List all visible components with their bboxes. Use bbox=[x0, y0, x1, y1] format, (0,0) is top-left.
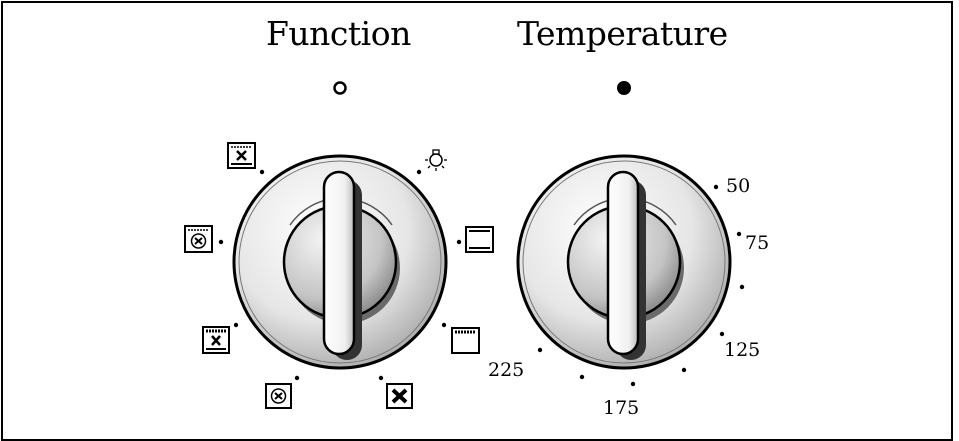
temperature-heading: Temperature bbox=[517, 14, 728, 53]
conventional-oven-icon bbox=[465, 226, 494, 253]
temperature-knob-handle[interactable] bbox=[606, 170, 640, 356]
temperature-knob[interactable] bbox=[516, 154, 732, 370]
light-bulb-icon bbox=[425, 149, 447, 171]
temperature-indicator-light bbox=[617, 81, 631, 95]
fan-grill-icon bbox=[227, 142, 256, 169]
function-knob[interactable] bbox=[232, 154, 448, 370]
dials-diagram: 50 75 125 175 225 bbox=[184, 81, 769, 419]
grill-fan-icon bbox=[202, 326, 230, 354]
fan-bottom-heat-icon bbox=[386, 383, 413, 409]
function-scale-dots bbox=[218, 169, 462, 381]
temp-label-125: 125 bbox=[724, 339, 760, 361]
temp-label-50: 50 bbox=[726, 175, 750, 197]
temperature-scale-dots bbox=[537, 184, 745, 387]
function-heading: Function bbox=[266, 14, 411, 53]
temp-label-175: 175 bbox=[603, 397, 639, 419]
function-knob-handle[interactable] bbox=[322, 170, 356, 356]
function-indicator-light bbox=[333, 81, 347, 95]
temp-label-225: 225 bbox=[488, 359, 524, 381]
top-heat-icon bbox=[451, 327, 480, 354]
defrost-fan-icon bbox=[265, 383, 292, 409]
fan-oven-icon bbox=[184, 225, 213, 253]
temp-label-75: 75 bbox=[745, 232, 769, 254]
